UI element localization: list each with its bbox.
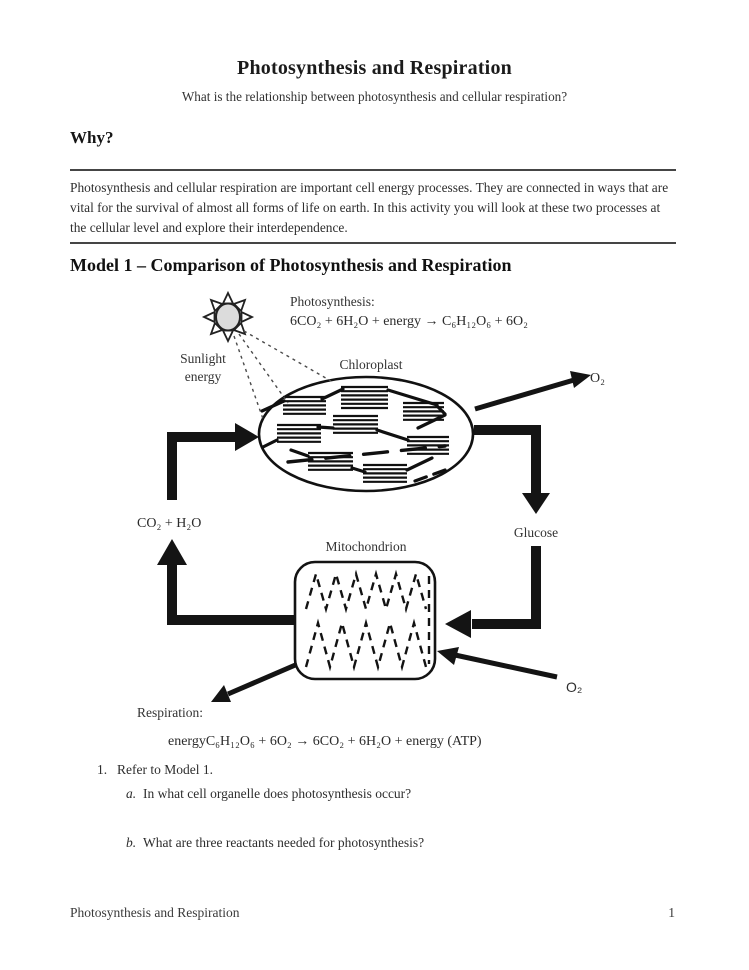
arrowhead-o2-in-icon — [437, 647, 459, 665]
arrow-chloroplast-to-glucose — [474, 425, 541, 496]
question-1a-letter: a. — [126, 786, 137, 801]
mitochondrion-label: Mitochondrion — [326, 539, 407, 554]
why-heading: Why? — [70, 128, 114, 147]
page-subtitle: What is the relationship between photosy… — [181, 89, 568, 104]
photosynthesis-equation: 6CO₂ + 6H₂O + energy → C₆H₁₂O₆ + 6O₂ — [290, 314, 528, 329]
photosynthesis-label: Photosynthesis: — [290, 294, 375, 309]
arrowhead-left-icon — [445, 610, 471, 638]
model-1-heading: Model 1 – Comparison of Photosynthesis a… — [70, 255, 512, 275]
question-1-number: 1. — [97, 762, 108, 777]
arrowhead-down-icon — [522, 493, 550, 514]
oxygen-out-label: O₂ — [590, 371, 605, 386]
why-paragraph: Photosynthesis and cellular respiration … — [70, 180, 669, 235]
question-1b-letter: b. — [126, 835, 137, 850]
question-1b-text: What are three reactants needed for phot… — [143, 835, 425, 850]
cristae-lines — [304, 569, 431, 672]
arrow-oxygen-in — [454, 652, 558, 680]
sun-icon — [201, 290, 255, 344]
footer-title: Photosynthesis and Respiration — [70, 905, 240, 920]
sunlight-label-line2: energy — [185, 369, 222, 384]
divider-top — [70, 169, 676, 171]
arrowhead-up-icon — [157, 539, 187, 565]
arrowhead-respiration-icon — [211, 685, 231, 702]
footer-page-number: 1 — [668, 905, 675, 920]
arrow-oxygen-out — [474, 377, 575, 412]
co2-h2o-label: CO₂ + H₂O — [137, 516, 201, 531]
arrowhead-o2-out-icon — [570, 371, 591, 388]
arrow-glucose-to-mitochondrion — [472, 546, 541, 629]
model-1-diagram: Photosynthesis: 6CO₂ + 6H₂O + energy → C… — [137, 290, 605, 749]
glucose-label: Glucose — [514, 525, 558, 540]
question-1-text: Refer to Model 1. — [117, 762, 213, 777]
cycle-arrows — [167, 425, 541, 629]
sunbeam-dashes — [233, 330, 332, 420]
arrow-mitochondrion-to-co2 — [167, 562, 296, 625]
respiration-equation: energyC₆H₁₂O₆ + 6O₂ → 6CO₂ + 6H₂O + ener… — [168, 734, 482, 749]
page-title: Photosynthesis and Respiration — [237, 57, 512, 79]
arrowhead-right-icon — [235, 423, 259, 451]
arrow-co2-to-chloroplast — [167, 432, 236, 500]
respiration-label: Respiration: — [137, 705, 203, 720]
thin-arrows — [227, 377, 575, 697]
divider-bottom — [70, 242, 676, 244]
chloroplast-label: Chloroplast — [340, 357, 403, 372]
lamellae — [260, 387, 450, 483]
arrow-respiration-out — [227, 660, 301, 697]
oxygen-in-label: O₂ — [566, 679, 582, 695]
arrow-heads — [157, 371, 591, 702]
sunlight-label-line1: Sunlight — [180, 351, 226, 366]
question-1a-text: In what cell organelle does photosynthes… — [143, 786, 412, 801]
